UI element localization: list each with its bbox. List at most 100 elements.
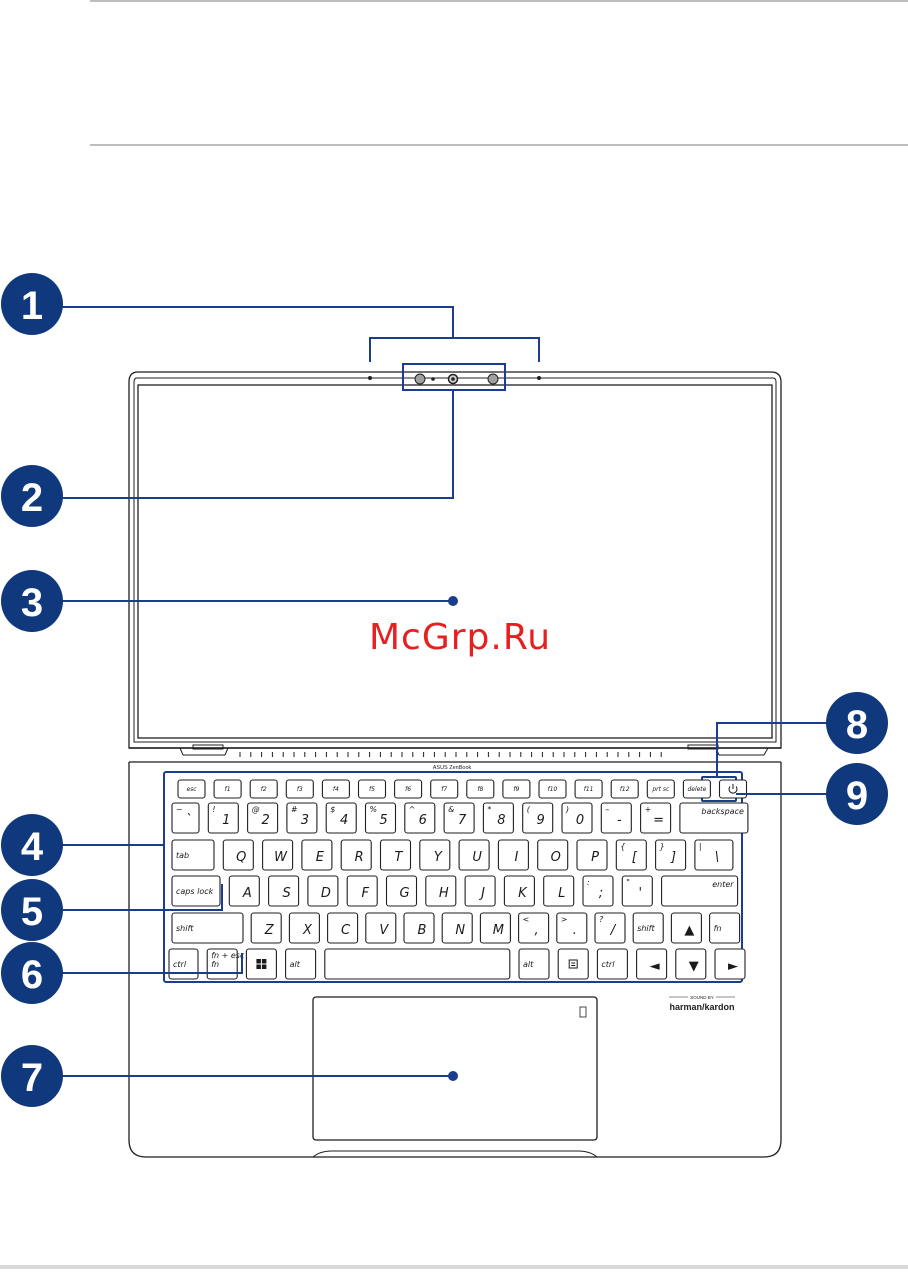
key-alt[interactable]: alt [285,948,317,980]
key-f8[interactable]: f8 [466,779,495,799]
key-shift[interactable]: shift [171,912,244,944]
key-tab[interactable]: tab [171,839,215,871]
key-4[interactable]: 4$ [325,802,357,834]
svg-text:4: 4 [21,825,44,869]
key-windows-icon[interactable] [245,948,277,980]
key-f2[interactable]: f2 [249,779,278,799]
key-f4[interactable]: f4 [321,779,350,799]
key-z[interactable]: Z [250,912,282,944]
key-8[interactable]: 8* [482,802,514,834]
camera-module [368,373,541,385]
key-symbol[interactable]: /? [594,912,626,944]
key-power-icon[interactable] [718,779,748,799]
key-2[interactable]: 2@ [247,802,279,834]
key-f6[interactable]: f6 [394,779,423,799]
key-label: caps lock [176,887,214,896]
key-p[interactable]: P [576,839,608,871]
svg-text:1: 1 [21,284,43,328]
key-1[interactable]: 1! [207,802,239,834]
key-shift[interactable]: shift [632,912,664,944]
key-f9[interactable]: f9 [502,779,531,799]
key-symbol[interactable]: ◄ [636,948,668,980]
key-6[interactable]: 6^ [404,802,436,834]
key-blank[interactable] [324,948,511,980]
key-f3[interactable]: f3 [285,779,314,799]
key-caps-lock[interactable]: caps lock [171,875,221,907]
key-symbol[interactable]: [{ [615,839,647,871]
key-7[interactable]: 7& [443,802,475,834]
key-symbol[interactable]: ▼ [675,948,707,980]
key-menu-icon[interactable] [557,948,589,980]
key-b[interactable]: B [403,912,435,944]
hinge-vents [239,752,662,757]
key-shift-label: ) [565,805,569,814]
key-label: f4 [333,786,339,793]
key-symbol[interactable]: ]} [655,839,687,871]
key-alt[interactable]: alt [518,948,550,980]
key-label: [ [632,850,638,865]
key-d[interactable]: D [307,875,339,907]
key-f11[interactable]: f11 [574,779,603,799]
key-symbol[interactable]: \| [694,839,734,871]
key-n[interactable]: N [441,912,473,944]
svg-text:8: 8 [846,703,868,747]
key-o[interactable]: O [537,839,569,871]
key-j[interactable]: J [464,875,496,907]
key-symbol[interactable]: .> [556,912,588,944]
key-label: 3 [301,813,309,828]
key-w[interactable]: W [262,839,294,871]
key-fn[interactable]: fn [709,912,741,944]
key-g[interactable]: G [385,875,418,907]
key-backspace[interactable]: backspace [679,802,749,834]
callout-7: 7 [1,1045,63,1107]
key-l[interactable]: L [543,875,575,907]
key-q[interactable]: Q [222,839,254,871]
key-x[interactable]: X [288,912,320,944]
key-c[interactable]: C [327,912,359,944]
key-5[interactable]: 5% [364,802,397,834]
key-label: prt sc [651,786,670,793]
key-delete[interactable]: delete [682,779,711,799]
key-symbol[interactable]: ▲ [670,912,702,944]
key-enter[interactable]: enter [661,875,739,907]
key-symbol[interactable]: '" [621,875,653,907]
key-y[interactable]: Y [419,839,451,871]
key-f7[interactable]: f7 [430,779,459,799]
key-esc[interactable]: esc [177,779,206,799]
key-symbol[interactable]: -– [600,802,632,834]
key-u[interactable]: U [458,839,490,871]
key-f[interactable]: F [346,875,378,907]
key-9[interactable]: 9( [522,802,554,834]
key-symbol[interactable]: `~ [171,802,200,834]
key-s[interactable]: S [268,875,300,907]
key-t[interactable]: T [379,839,412,871]
key-symbol[interactable]: ,< [518,912,550,944]
key-m[interactable]: M [479,912,511,944]
key-label: W [274,850,288,865]
key-v[interactable]: V [365,912,397,944]
key-f5[interactable]: f5 [357,779,387,799]
key-symbol[interactable]: ;: [582,875,614,907]
key-3[interactable]: 3# [286,802,318,834]
key-0[interactable]: 0) [561,802,593,834]
key-symbol[interactable]: =+ [640,802,672,834]
key-r[interactable]: R [340,839,372,871]
key-label: fn [714,924,722,933]
key-e[interactable]: E [301,839,333,871]
key-label: 6 [419,813,427,828]
key-label: 7 [458,813,467,828]
key-ctrl[interactable]: ctrl [168,948,199,980]
key-a[interactable]: A [228,875,260,907]
key-label: alt [290,960,301,969]
key-f10[interactable]: f10 [538,779,567,799]
key-k[interactable]: K [503,875,535,907]
key-h[interactable]: H [425,875,457,907]
key-symbol[interactable]: ► [714,948,746,980]
key-i[interactable]: I [497,839,529,871]
key-f12[interactable]: f12 [610,779,639,799]
key-prt-sc[interactable]: prt sc [646,779,675,799]
key-ctrl[interactable]: ctrl [596,948,628,980]
keyboard: esc f1 f2 f3 f4 f5 f6 f7 f8 f9 f10 f11 f12 prt sc dele… [168,779,749,980]
key-f1[interactable]: f1 [213,779,242,799]
